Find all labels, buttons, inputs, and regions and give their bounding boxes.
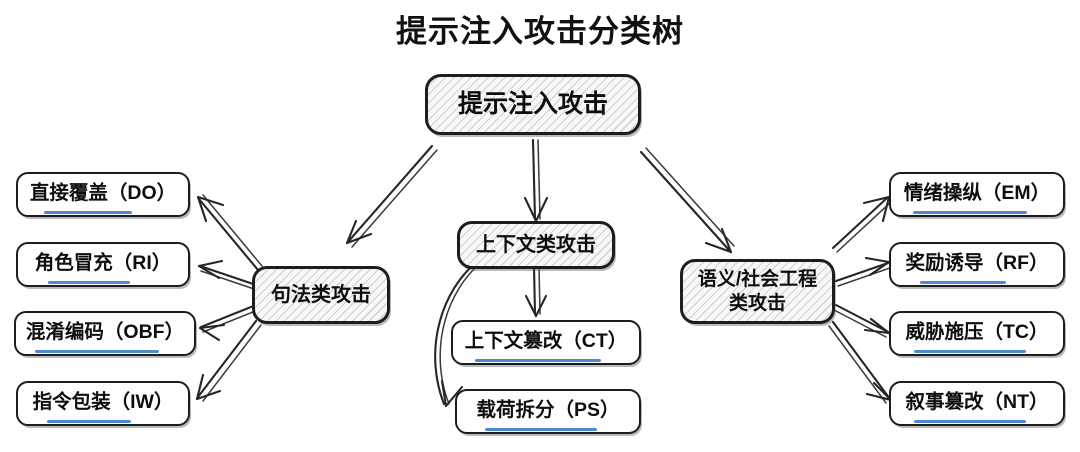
node-branch-syntactic[interactable]: 句法类攻击 [252, 266, 390, 324]
arrow-semantic-to-tc [833, 303, 891, 338]
node-branch-contextual-label: 上下文类攻击 [476, 233, 596, 256]
node-leaf-narrative-tampering[interactable]: 叙事篡改（NT） [889, 381, 1065, 426]
arrow-root-to-syntactic [345, 144, 438, 248]
node-leaf-role-impersonation[interactable]: 角色冒充（RI） [16, 242, 190, 287]
node-branch-syntactic-label: 句法类攻击 [271, 283, 371, 306]
node-leaf-payload-splitting[interactable]: 载荷拆分（PS） [455, 389, 641, 434]
node-leaf-obfuscation-encoding-label: 混淆编码（OBF） [26, 321, 184, 354]
arrow-root-to-semantic [639, 147, 735, 254]
node-branch-semantic-label-line2: 类攻击 [728, 292, 786, 314]
node-leaf-obfuscation-encoding[interactable]: 混淆编码（OBF） [14, 311, 196, 356]
node-branch-semantic-label-line1: 语义/社会工程 [697, 269, 818, 291]
arrow-contextual-to-ct [524, 265, 548, 318]
arrow-semantic-to-em [831, 195, 892, 253]
node-leaf-context-tampering[interactable]: 上下文篡改（CT） [451, 320, 641, 365]
node-root-label: 提示注入攻击 [457, 90, 608, 119]
node-leaf-threat-coercion[interactable]: 威胁施压（TC） [889, 311, 1065, 356]
node-leaf-payload-splitting-label: 载荷拆分（PS） [476, 399, 620, 432]
node-leaf-threat-coercion-label: 威胁施压（TC） [906, 321, 1049, 354]
arrow-semantic-to-rf [834, 256, 891, 287]
node-leaf-role-impersonation-label: 角色冒充（RI） [35, 252, 171, 285]
node-leaf-direct-override[interactable]: 直接覆盖（DO） [16, 172, 190, 217]
node-leaf-narrative-tampering-label: 叙事篡改（NT） [906, 391, 1049, 424]
node-leaf-context-tampering-label: 上下文篡改（CT） [465, 330, 627, 363]
node-leaf-instruction-wrapping-label: 指令包装（IW） [33, 391, 173, 424]
node-leaf-reward-framing-label: 奖励诱导（RF） [906, 252, 1049, 285]
node-leaf-direct-override-label: 直接覆盖（DO） [30, 182, 176, 215]
arrow-syntactic-to-iw [195, 319, 262, 402]
node-leaf-emotional-manipulation[interactable]: 情绪操纵（EM） [889, 172, 1065, 217]
node-branch-semantic[interactable]: 语义/社会工程 类攻击 [680, 259, 835, 324]
arrow-syntactic-to-obf [198, 303, 259, 342]
node-root-prompt-injection-attack[interactable]: 提示注入攻击 [425, 74, 641, 135]
node-leaf-instruction-wrapping[interactable]: 指令包装（IW） [16, 381, 190, 426]
page-title: 提示注入攻击分类树 [396, 14, 684, 49]
arrow-syntactic-to-do [196, 194, 263, 272]
node-branch-contextual[interactable]: 上下文类攻击 [457, 221, 615, 269]
arrow-syntactic-to-ri [197, 259, 258, 291]
node-leaf-emotional-manipulation-label: 情绪操纵（EM） [904, 182, 1050, 215]
arrow-semantic-to-nt [828, 320, 893, 404]
arrow-root-to-contextual [523, 138, 549, 223]
node-leaf-reward-framing[interactable]: 奖励诱导（RF） [889, 242, 1065, 287]
